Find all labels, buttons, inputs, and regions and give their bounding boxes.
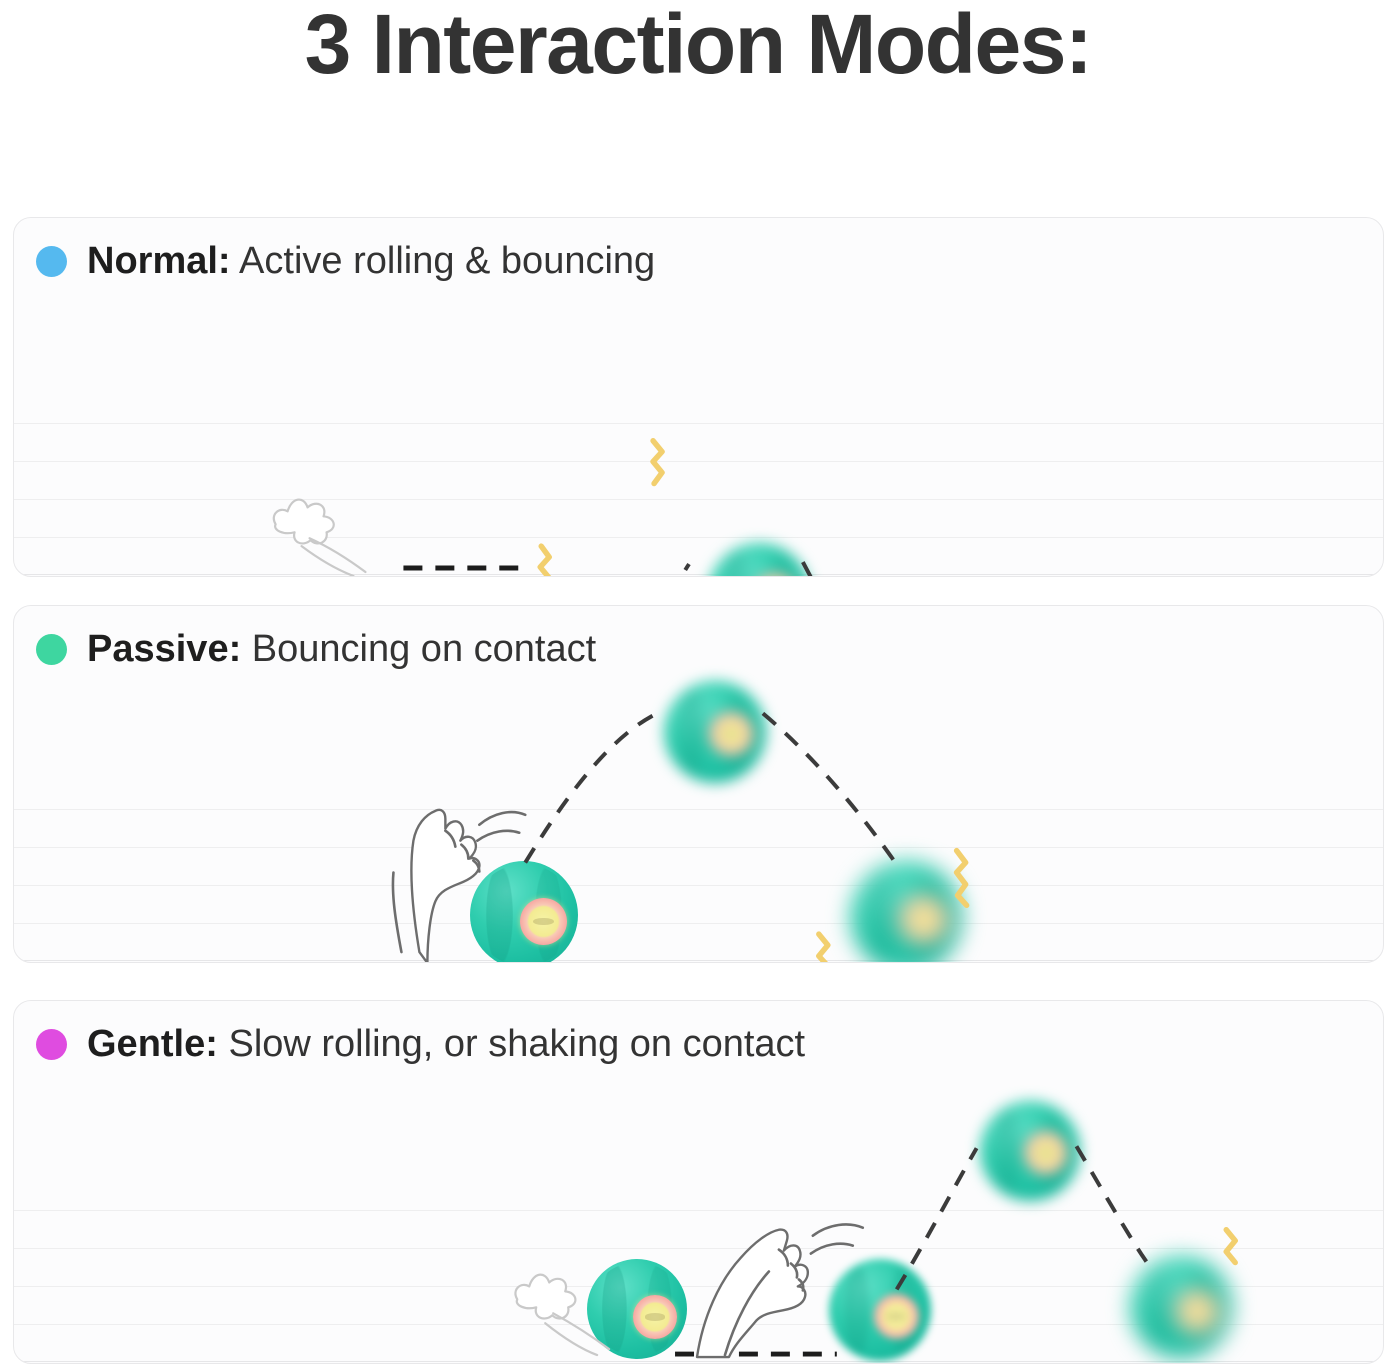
ball-led-eye-icon: [519, 897, 568, 946]
mode-label-gentle: Gentle: Slow rolling, or shaking on cont…: [87, 1023, 806, 1065]
ball-led-eye-icon: [752, 573, 798, 576]
mode-name-gentle: Gentle:: [87, 1023, 218, 1065]
illustration-normal: [14, 218, 1383, 576]
ball-led-eye-icon: [1174, 1288, 1220, 1334]
mode-card-gentle: Gentle: Slow rolling, or shaking on cont…: [13, 1000, 1384, 1364]
ball-icon: [708, 543, 810, 576]
mode-dot-gentle: [36, 1029, 67, 1061]
mode-dot-passive: [36, 634, 67, 666]
ball-led-eye-icon: [1024, 1131, 1068, 1175]
mode-name-normal: Normal:: [87, 240, 231, 282]
mode-card-normal: Normal: Active rolling & bouncing: [13, 217, 1384, 577]
ball-led-eye-icon: [873, 1293, 919, 1339]
ball-led-eye-icon: [633, 1295, 677, 1339]
mode-header-normal: Normal: Active rolling & bouncing: [36, 240, 656, 282]
mode-label-normal: Normal: Active rolling & bouncing: [87, 240, 656, 282]
mode-header-gentle: Gentle: Slow rolling, or shaking on cont…: [36, 1023, 806, 1065]
mode-label-passive: Passive: Bouncing on contact: [87, 628, 597, 670]
illustration-gentle: [14, 1001, 1383, 1363]
mode-header-passive: Passive: Bouncing on contact: [36, 628, 597, 670]
mode-dot-normal: [36, 246, 67, 278]
mode-card-passive: Passive: Bouncing on contact: [13, 605, 1384, 963]
mode-name-passive: Passive:: [87, 628, 242, 670]
ball-led-eye-icon: [899, 894, 949, 944]
mode-description-gentle: Slow rolling, or shaking on contact: [228, 1023, 806, 1065]
ball-icon: [850, 861, 962, 962]
mode-description-passive: Bouncing on contact: [251, 628, 597, 670]
ball-icon: [470, 861, 578, 962]
ball-icon: [587, 1259, 687, 1359]
illustration-passive: [14, 606, 1383, 962]
ball-icon: [1130, 1256, 1232, 1358]
page-title: 3 Interaction Modes:: [304, 0, 1093, 91]
mode-description-normal: Active rolling & bouncing: [239, 240, 656, 282]
ball-icon: [664, 681, 766, 783]
ball-led-eye-icon: [708, 711, 754, 757]
ball-icon: [829, 1259, 931, 1361]
ball-icon: [980, 1101, 1080, 1201]
